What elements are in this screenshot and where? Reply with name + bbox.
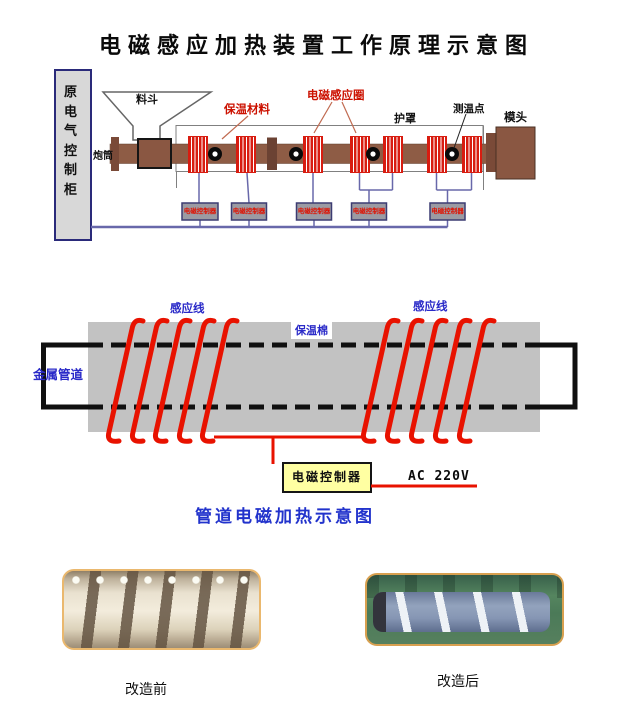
photo-after-retrofit <box>365 573 564 646</box>
induction-wire-label-left: 感应线 <box>170 303 205 315</box>
cover-label: 护罩 <box>394 113 416 125</box>
metal-pipe-label: 金属管道 <box>33 368 84 382</box>
induction-coil-label: 电磁感应圈 <box>307 90 365 102</box>
mid-controller-label: 电磁控制器 <box>291 470 362 484</box>
die-head-block <box>495 126 536 180</box>
before-label: 改造前 <box>125 681 167 697</box>
controller-boxes <box>181 202 466 221</box>
controller-feed-wire <box>214 435 365 464</box>
controller-box-label-1: 电磁控制器 <box>183 208 217 215</box>
insulation-cotton-label: 保温棉 <box>291 321 332 339</box>
coiled-pipe-image <box>373 591 550 632</box>
page-title: 电磁感应加热装置工作原理示意图 <box>99 33 535 58</box>
controller-wiring <box>91 172 473 229</box>
photo-before-retrofit <box>62 569 261 650</box>
control-cabinet-box <box>54 69 92 241</box>
controller-box-label-4: 电磁控制器 <box>352 208 386 215</box>
mid-controller-box <box>282 462 372 493</box>
temp-point-callout <box>453 113 467 149</box>
controller-box-label-3: 电磁控制器 <box>297 208 331 215</box>
temp-point-label: 测温点 <box>453 103 485 115</box>
temp-sensor-dots <box>208 147 459 161</box>
barrel-label: 炮筒 <box>93 151 113 162</box>
hopper-label: 料斗 <box>136 94 158 106</box>
controller-box-label-2: 电磁控制器 <box>232 208 266 215</box>
insulation-material-label: 保温材料 <box>224 104 270 116</box>
cabinet-label: 原电气控制柜 <box>63 84 77 197</box>
pipe-end-cap <box>373 591 386 632</box>
controller-box-label-5: 电磁控制器 <box>431 208 464 215</box>
middle-caption: 管道电磁加热示意图 <box>195 507 375 526</box>
after-label: 改造后 <box>437 673 479 689</box>
callout-lines <box>221 101 357 140</box>
die-head-label: 模头 <box>504 112 527 124</box>
induction-wire-label-right: 感应线 <box>413 301 448 313</box>
ac-power-label: AC 220V <box>408 469 470 484</box>
